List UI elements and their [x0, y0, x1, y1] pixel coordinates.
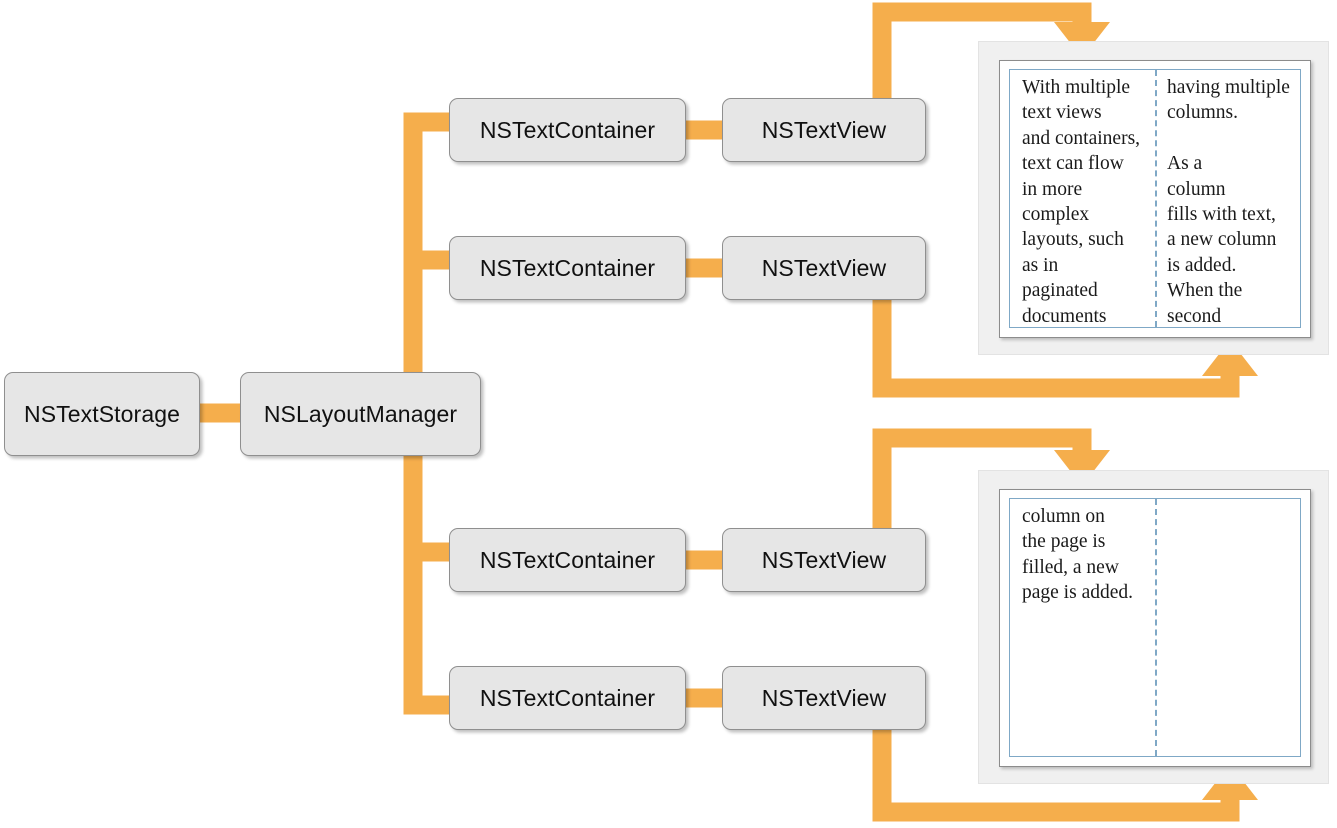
column-divider-two: [1155, 499, 1157, 756]
column-divider-one: [1155, 70, 1157, 327]
wire-view2-to-page1: [872, 300, 1240, 398]
page-panel-two: column on the page is filled, a new page…: [978, 470, 1329, 784]
page-panel-one: With multiple text views and containers,…: [978, 41, 1329, 355]
node-nstextcontainer-1[interactable]: NSTextContainer: [449, 98, 686, 162]
wire-trunk-upper: [403, 112, 453, 373]
text-frame-one: With multiple text views and containers,…: [1009, 69, 1301, 328]
page-sheet-two: column on the page is filled, a new page…: [999, 489, 1311, 767]
page-two-column-2: [1167, 504, 1300, 756]
node-nstextcontainer-2[interactable]: NSTextContainer: [449, 236, 686, 300]
node-nstextview-2[interactable]: NSTextView: [722, 236, 926, 300]
page-sheet-one: With multiple text views and containers,…: [999, 60, 1311, 338]
wire-view3-to-page2: [872, 428, 1092, 530]
wire-view1-to-page1: [872, 2, 1092, 100]
arrow-down-icon-page2: [1054, 450, 1110, 486]
node-nstextcontainer-4[interactable]: NSTextContainer: [449, 666, 686, 730]
page-one-column-1: With multiple text views and containers,…: [1022, 77, 1141, 327]
node-nslayoutmanager[interactable]: NSLayoutManager: [240, 372, 481, 456]
node-nstextcontainer-3[interactable]: NSTextContainer: [449, 528, 686, 592]
node-nstextview-3[interactable]: NSTextView: [722, 528, 926, 592]
node-nstextview-1[interactable]: NSTextView: [722, 98, 926, 162]
node-nstextstorage[interactable]: NSTextStorage: [4, 372, 200, 456]
arrow-down-icon-page1: [1054, 22, 1110, 58]
arrow-up-icon-page1: [1202, 340, 1258, 376]
page-one-column-2: having multiple columns. As a column fil…: [1167, 77, 1290, 327]
wire-view4-to-page2: [872, 728, 1240, 822]
text-frame-two: column on the page is filled, a new page…: [1009, 498, 1301, 757]
page-two-column-1: column on the page is filled, a new page…: [1022, 506, 1134, 604]
node-nstextview-4[interactable]: NSTextView: [722, 666, 926, 730]
wire-trunk-lower: [403, 455, 453, 715]
